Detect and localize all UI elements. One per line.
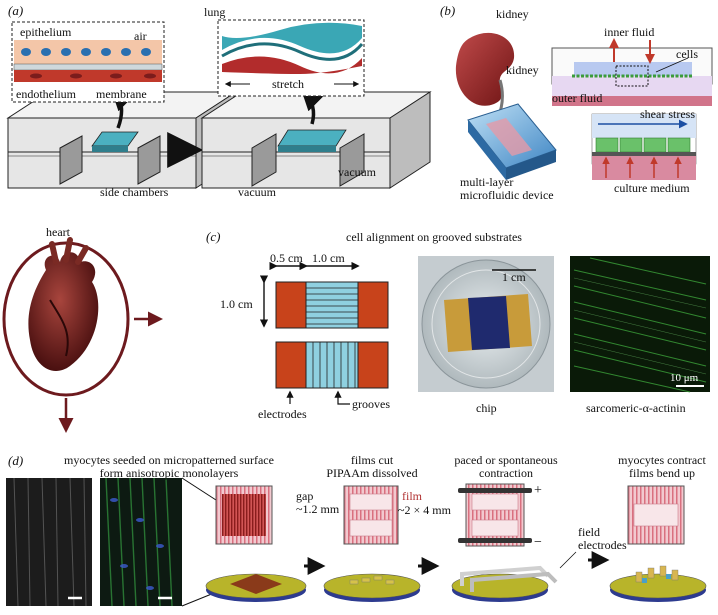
- dim-10cm-left: 1.0 cm: [220, 297, 253, 311]
- label-chip: chip: [476, 401, 497, 415]
- plus-sign: +: [534, 483, 542, 498]
- step3-dish: [451, 565, 558, 602]
- label-membrane: membrane: [96, 87, 147, 101]
- label-field-electrodes: field electrodes: [578, 525, 627, 552]
- label-inner-fluid: inner fluid: [604, 25, 655, 39]
- label-gap: gap ~1.2 mm: [296, 489, 340, 516]
- panel-a-letter: (a): [8, 3, 24, 18]
- stretch-zoom-inset: [217, 19, 365, 97]
- label-side-chambers: side chambers: [100, 185, 169, 199]
- label-stretch: stretch: [272, 77, 304, 91]
- label-device: multi-layer microfluidic device: [460, 175, 554, 202]
- panel-b-letter: (b): [440, 3, 456, 18]
- step2-dish: [323, 573, 421, 602]
- step2-square: [343, 485, 399, 545]
- panel-a-title: lung: [204, 5, 226, 19]
- dim-10cm-top: 1.0 cm: [312, 251, 345, 265]
- label-kidney: kidney: [506, 63, 539, 77]
- label-electrodes: electrodes: [258, 407, 307, 421]
- shear-stress-detail: [591, 113, 697, 180]
- lung-device-right: [200, 91, 432, 189]
- electrode-pointer: [559, 551, 577, 569]
- step1-dish: [205, 573, 307, 602]
- label-outer-fluid: outer fluid: [552, 91, 603, 105]
- label-culture-medium: culture medium: [614, 181, 690, 195]
- dim-05cm: 0.5 cm: [270, 251, 303, 265]
- lung-zoom-inset: [11, 21, 165, 103]
- scale-10um: 10 μm: [670, 372, 699, 384]
- label-epithelium: epithelium: [20, 25, 72, 39]
- step1-square: [215, 485, 273, 545]
- label-cells: cells: [676, 47, 698, 61]
- step4-square: [627, 485, 685, 545]
- grooved-substrate-schematic: [259, 261, 389, 405]
- panel-d-letter: (d): [8, 453, 24, 468]
- sarcomeric-image: [570, 256, 710, 393]
- step4-dish: [609, 565, 707, 602]
- label-film: film: [402, 489, 422, 503]
- label-endothelium: endothelium: [16, 87, 76, 101]
- panel-b-title: kidney: [496, 7, 529, 21]
- step2-caption: films cut PIPAAm dissolved: [326, 453, 418, 480]
- step3-square: [458, 483, 532, 547]
- panel-c-title: cell alignment on grooved substrates: [346, 230, 522, 244]
- zoom-line-top: [181, 477, 217, 501]
- label-sarcomeric: sarcomeric-α-actinin: [586, 401, 686, 415]
- step4-caption: myocytes contract films bend up: [618, 453, 706, 480]
- label-vacuum-right: vacuum: [338, 165, 376, 179]
- step1-caption: myocytes seeded on micropatterned surfac…: [64, 453, 274, 480]
- heart-title: heart: [46, 225, 70, 239]
- chip-photo: [418, 256, 554, 392]
- minus-sign: −: [534, 535, 542, 550]
- label-film-size: ~2 × 4 mm: [398, 503, 451, 517]
- scale-1cm: 1 cm: [502, 270, 526, 284]
- microfluidic-device: [467, 103, 557, 180]
- step3-caption: paced or spontaneous contraction: [454, 453, 558, 480]
- label-grooves: grooves: [352, 397, 390, 411]
- heart-illustration: [2, 237, 130, 397]
- label-shear-stress: shear stress: [640, 107, 695, 121]
- grayscale-micrograph: [6, 477, 92, 607]
- label-air: air: [134, 29, 147, 43]
- kidney-cross-section: [551, 38, 713, 106]
- label-vacuum-left: vacuum: [238, 185, 276, 199]
- panel-c-letter: (c): [206, 229, 221, 244]
- fluorescent-micrograph: [100, 477, 182, 607]
